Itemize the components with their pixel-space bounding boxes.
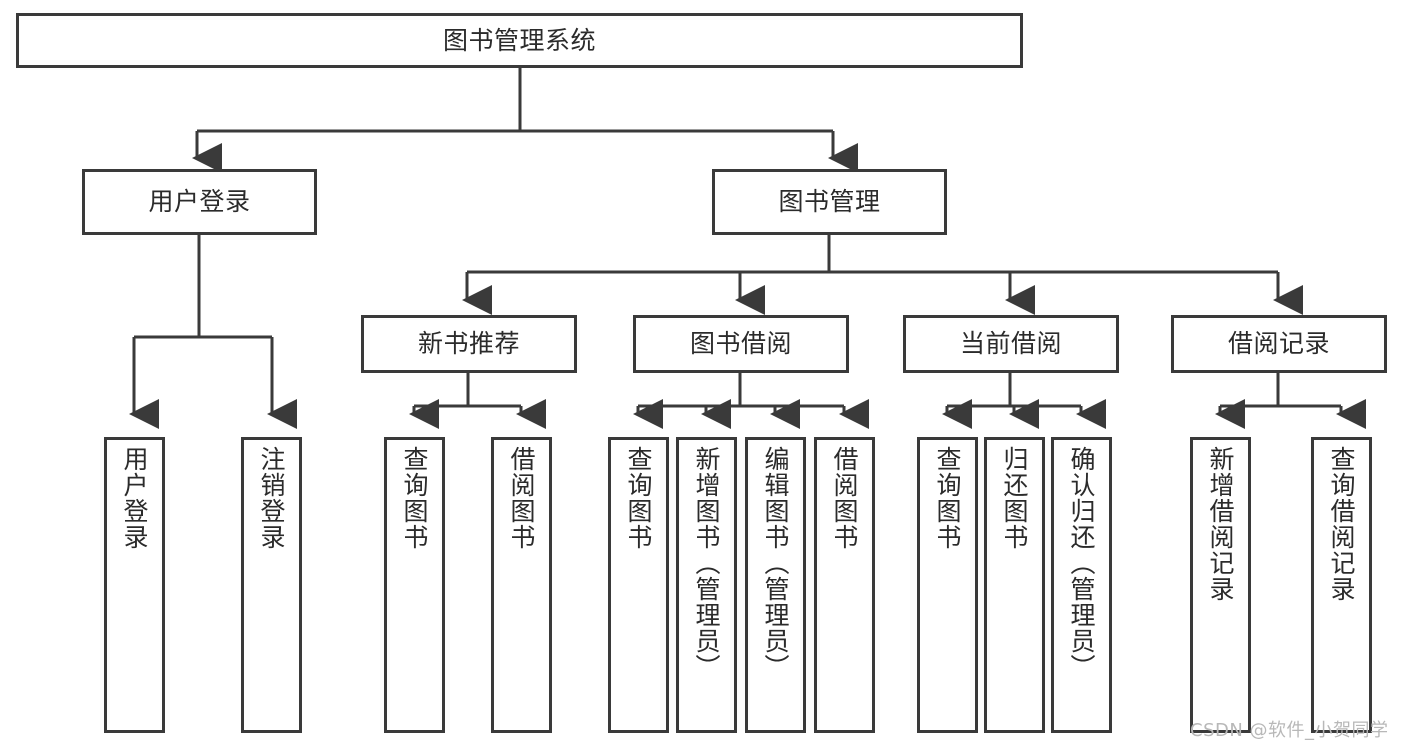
node-label: 用户登录: [148, 187, 251, 217]
leaf-borrow-edit-book[interactable]: 编辑图书（管理员）: [745, 437, 806, 733]
node-label: 确认归还（管理员）: [1067, 446, 1096, 680]
node-label: 图书管理系统: [442, 25, 596, 55]
leaf-record-add-record[interactable]: 新增借阅记录: [1190, 437, 1251, 733]
node-label: 借阅记录: [1227, 329, 1330, 359]
node-label: 当前借阅: [959, 329, 1062, 359]
leaf-current-confirm-return[interactable]: 确认归还（管理员）: [1051, 437, 1112, 733]
leaf-recommend-borrow-book[interactable]: 借阅图书: [491, 437, 552, 733]
node-label: 新增借阅记录: [1206, 446, 1235, 602]
node-label: 查询图书: [624, 446, 653, 550]
leaf-borrow-borrow-book[interactable]: 借阅图书: [814, 437, 875, 733]
node-book-management[interactable]: 图书管理: [712, 169, 947, 235]
node-user-login[interactable]: 用户登录: [82, 169, 317, 235]
node-label: 新增图书（管理员）: [692, 446, 721, 680]
node-label: 查询图书: [400, 446, 429, 550]
node-label: 图书借阅: [689, 329, 792, 359]
node-root-system[interactable]: 图书管理系统: [16, 13, 1023, 68]
node-current-borrow[interactable]: 当前借阅: [903, 315, 1119, 373]
node-book-borrow[interactable]: 图书借阅: [633, 315, 849, 373]
leaf-current-query-book[interactable]: 查询图书: [917, 437, 978, 733]
leaf-current-return-book[interactable]: 归还图书: [984, 437, 1045, 733]
node-label: 注销登录: [257, 446, 286, 550]
node-borrow-record[interactable]: 借阅记录: [1171, 315, 1387, 373]
node-label: 查询图书: [933, 446, 962, 550]
node-new-book-recommend[interactable]: 新书推荐: [361, 315, 577, 373]
leaf-recommend-query-book[interactable]: 查询图书: [384, 437, 445, 733]
leaf-user-login-logout[interactable]: 注销登录: [241, 437, 302, 733]
leaf-user-login-login[interactable]: 用户登录: [104, 437, 165, 733]
leaf-borrow-add-book[interactable]: 新增图书（管理员）: [676, 437, 737, 733]
node-label: 查询借阅记录: [1327, 446, 1356, 602]
watermark-text: CSDN @软件_小贺同学: [1190, 720, 1389, 741]
leaf-borrow-query-book[interactable]: 查询图书: [608, 437, 669, 733]
node-label: 图书管理: [778, 187, 881, 217]
node-label: 归还图书: [1000, 446, 1029, 550]
node-label: 编辑图书（管理员）: [761, 446, 790, 680]
node-label: 借阅图书: [507, 446, 536, 550]
node-label: 用户登录: [120, 446, 149, 550]
node-label: 借阅图书: [830, 446, 859, 550]
node-label: 新书推荐: [417, 329, 520, 359]
leaf-record-query-record[interactable]: 查询借阅记录: [1311, 437, 1372, 733]
